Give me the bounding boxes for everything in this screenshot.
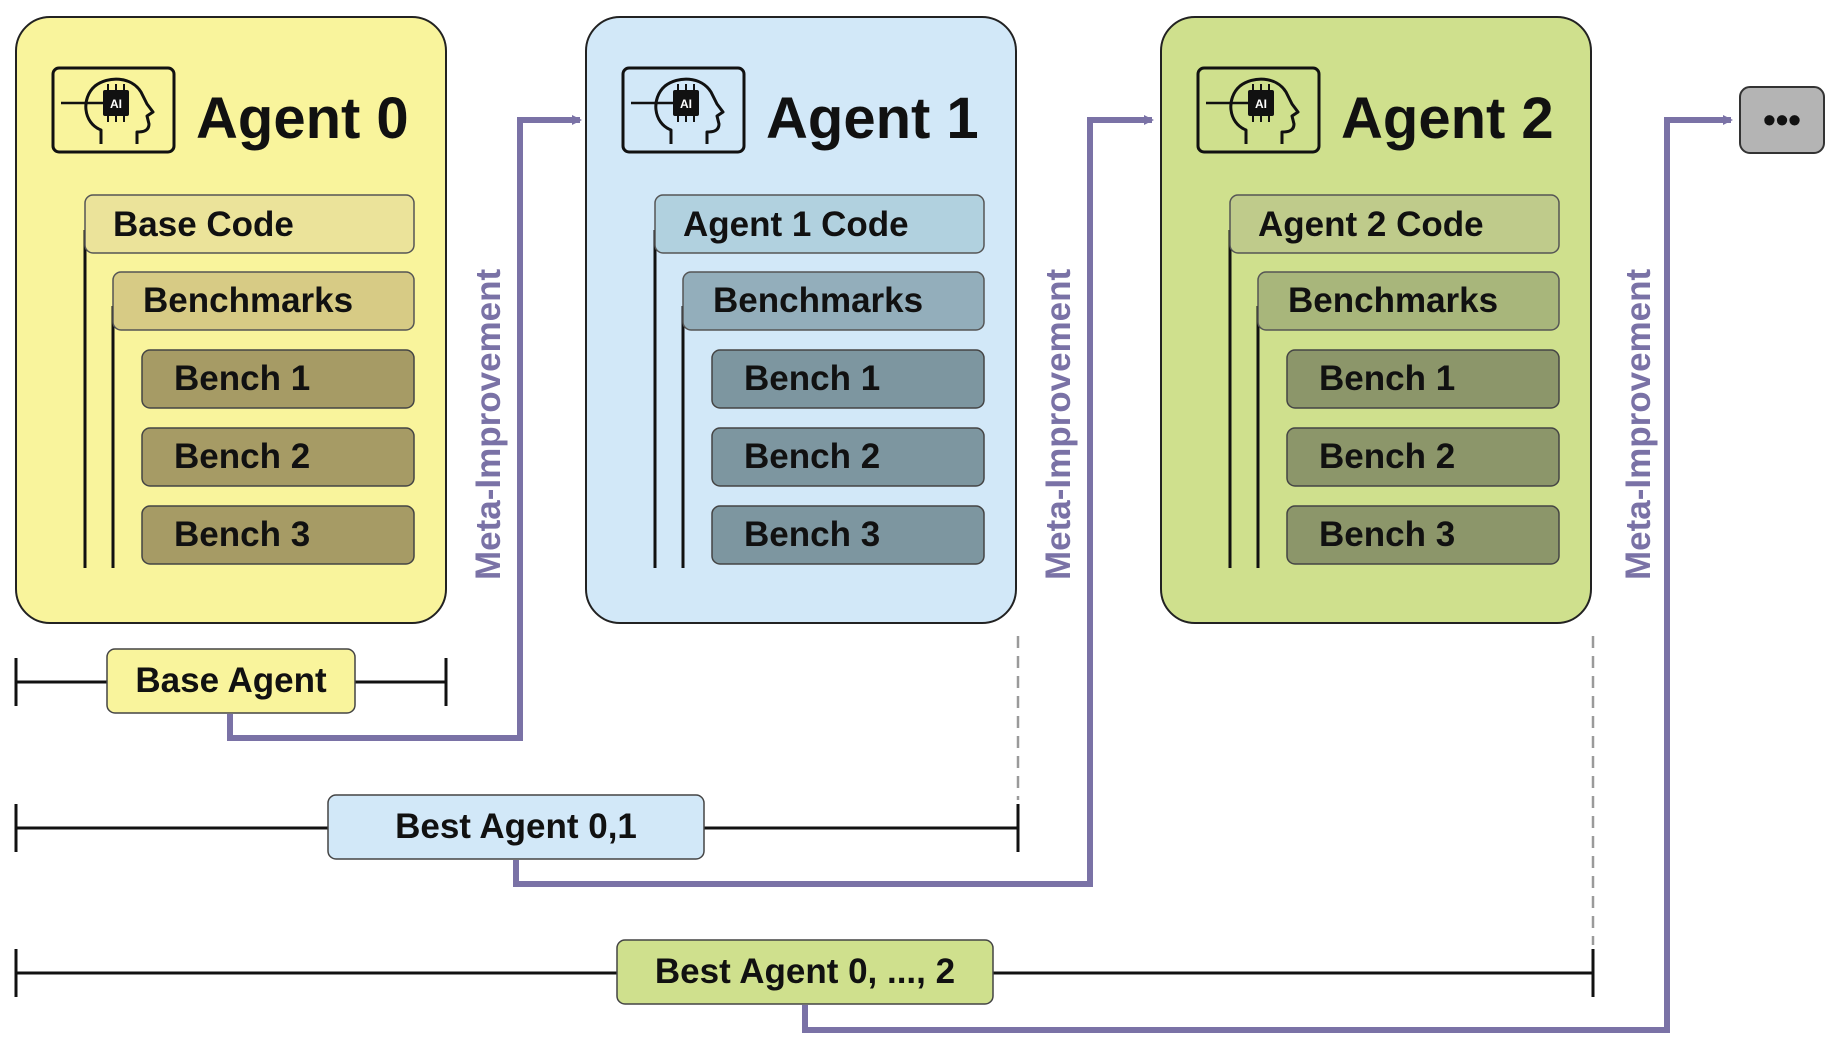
- meta-improvement-arrow: [227, 115, 582, 741]
- benchmarks-label: Benchmarks: [713, 281, 923, 320]
- ai-head-icon: AI: [51, 66, 176, 154]
- agent-title: Agent 1: [766, 86, 979, 151]
- meta-improvement-arrow: [802, 115, 1733, 1033]
- bench-box: [1286, 505, 1560, 565]
- bench-box: [141, 505, 415, 565]
- benchmarks-box: [1257, 271, 1560, 331]
- timeline-label-text: Best Agent 0,1: [395, 807, 637, 846]
- timeline-label-text: Base Agent: [135, 661, 327, 700]
- bench-box: [1286, 349, 1560, 409]
- code-label: Agent 2 Code: [1258, 205, 1484, 244]
- code-label: Base Code: [113, 205, 294, 244]
- code-box: [654, 194, 985, 254]
- timeline-label-box: [327, 794, 705, 860]
- bench-label: Bench 3: [1319, 515, 1455, 554]
- benchmarks-label: Benchmarks: [143, 281, 353, 320]
- bench-label: Bench 3: [174, 515, 310, 554]
- code-box: [1229, 194, 1560, 254]
- ai-chip-label: AI: [680, 97, 692, 111]
- meta-improvement-label: Meta-Improvement: [1619, 268, 1658, 580]
- meta-improvement-label: Meta-Improvement: [1039, 268, 1078, 580]
- ellipsis-box: [1739, 86, 1825, 154]
- bench-box: [711, 427, 985, 487]
- agent-panel-0: AI Agent 0 Base Code Benchmarks Bench 1 …: [15, 16, 447, 624]
- bench-label: Bench 2: [744, 437, 880, 476]
- bench-box: [711, 505, 985, 565]
- agent-panel-2: AI Agent 2 Agent 2 Code Benchmarks Bench…: [1160, 16, 1592, 624]
- benchmarks-label: Benchmarks: [1288, 281, 1498, 320]
- code-box: [84, 194, 415, 254]
- continuation-ellipsis: •••: [1739, 86, 1825, 154]
- timeline-label-box: [106, 648, 356, 714]
- bench-label: Bench 1: [1319, 359, 1455, 398]
- ai-chip-label: AI: [110, 97, 122, 111]
- agent-panel-1: AI Agent 1 Agent 1 Code Benchmarks Bench…: [585, 16, 1017, 624]
- agent-title: Agent 0: [196, 86, 409, 151]
- ai-chip-label: AI: [1255, 97, 1267, 111]
- bench-label: Bench 3: [744, 515, 880, 554]
- timeline-label-text: Best Agent 0, ..., 2: [655, 952, 955, 991]
- bench-label: Bench 2: [1319, 437, 1455, 476]
- benchmarks-box: [112, 271, 415, 331]
- timeline-label-2: Best Agent 0, ..., 2: [616, 939, 994, 1005]
- bench-box: [1286, 427, 1560, 487]
- benchmarks-box: [682, 271, 985, 331]
- timeline-label-box: [616, 939, 994, 1005]
- ai-head-icon: AI: [1196, 66, 1321, 154]
- timeline-label-1: Best Agent 0,1: [327, 794, 705, 860]
- meta-improvement-label: Meta-Improvement: [469, 268, 508, 580]
- bench-box: [711, 349, 985, 409]
- meta-improvement-arrow: [513, 115, 1154, 887]
- code-label: Agent 1 Code: [683, 205, 909, 244]
- ai-head-icon: AI: [621, 66, 746, 154]
- agent-title: Agent 2: [1341, 86, 1554, 151]
- bench-label: Bench 2: [174, 437, 310, 476]
- bench-box: [141, 427, 415, 487]
- timeline-label-0: Base Agent: [106, 648, 356, 714]
- bench-label: Bench 1: [744, 359, 880, 398]
- bench-box: [141, 349, 415, 409]
- bench-label: Bench 1: [174, 359, 310, 398]
- ellipsis-label: •••: [1763, 99, 1801, 140]
